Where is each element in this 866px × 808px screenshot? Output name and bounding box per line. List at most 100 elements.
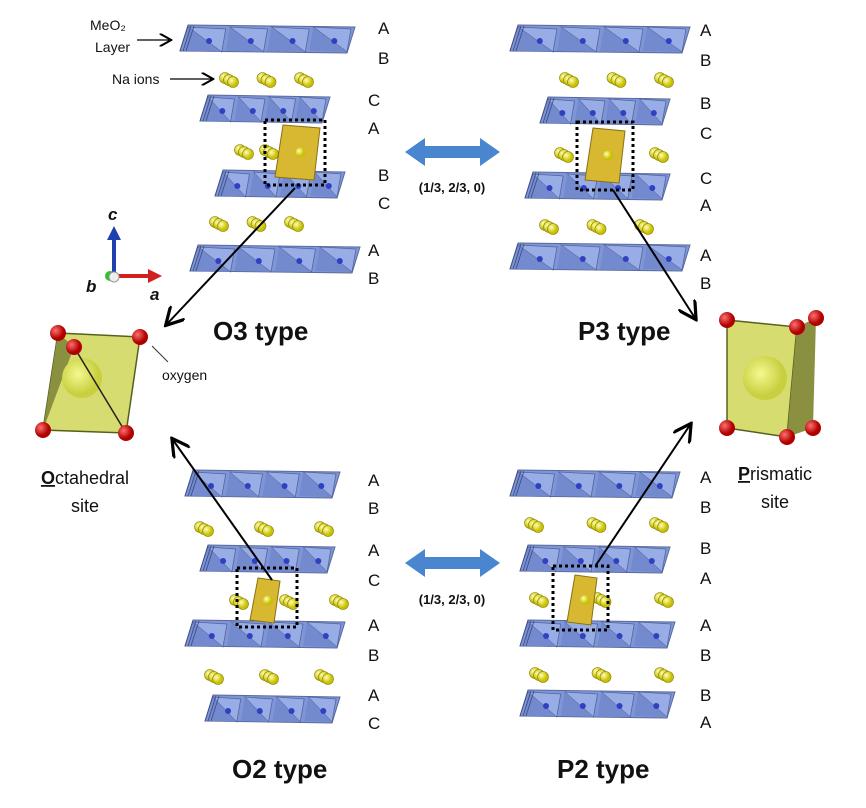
stacking-letter: A xyxy=(368,616,380,635)
stacking-letter: A xyxy=(378,19,390,38)
na-ion-chain xyxy=(559,72,579,88)
stacking-letter: A xyxy=(700,616,712,635)
meo2-layer xyxy=(509,469,681,499)
stacking-letter: A xyxy=(368,241,380,260)
stacking-letter: A xyxy=(700,246,712,265)
stacking-letter: B xyxy=(368,646,379,665)
stacking-letter: B xyxy=(378,166,389,185)
stacking-letter: C xyxy=(700,169,712,188)
stacking-letter: C xyxy=(378,194,390,213)
na-ion-chain xyxy=(219,72,239,88)
na-ion-chain xyxy=(554,147,574,163)
na-ion-chain xyxy=(649,517,669,533)
stacking-letter: B xyxy=(700,274,711,293)
octahedral-site-label-line2: site xyxy=(71,496,99,516)
na-ion-chain xyxy=(294,72,314,88)
p3-type-title: P3 type xyxy=(578,316,671,346)
unit-site-highlight-box xyxy=(235,566,299,629)
meo2-layer xyxy=(519,689,676,719)
unit-site-highlight-box xyxy=(263,118,327,187)
na-ion-chain xyxy=(204,669,224,685)
stacking-letter: C xyxy=(368,571,380,590)
na-ion-chain xyxy=(649,147,669,163)
stacking-letter: B xyxy=(700,646,711,665)
na-ion-chain xyxy=(229,594,249,610)
o3-type-title: O3 type xyxy=(213,316,308,346)
svg-text:b: b xyxy=(86,277,96,296)
na-ion-chain xyxy=(654,592,674,608)
transition-vector-top: (1/3, 2/3, 0) xyxy=(419,180,485,195)
na-ion-chain xyxy=(329,594,349,610)
stacking-letter: A xyxy=(368,686,380,705)
p2-structure xyxy=(509,469,681,719)
na-ion-chain xyxy=(591,592,612,608)
meo2-layer xyxy=(199,544,336,574)
na-ion-chain xyxy=(529,592,549,608)
na-ion-chain xyxy=(259,669,279,685)
octahedral-site-polyhedron xyxy=(35,325,148,441)
na-ion-chain xyxy=(586,219,607,235)
na-ion-chain xyxy=(606,72,627,88)
na-ion-chain xyxy=(524,517,544,533)
stacking-letter: A xyxy=(700,21,712,40)
o2-to-octahedral-arrow xyxy=(173,440,273,581)
na-ion-chain xyxy=(256,72,277,88)
stacking-letter: B xyxy=(378,49,389,68)
na-ion-chain xyxy=(529,667,549,683)
na-ion-chain xyxy=(194,521,214,537)
p3-to-prismatic-arrow xyxy=(612,189,695,318)
na-ions-label: Na ions xyxy=(112,71,159,87)
na-ion xyxy=(295,147,306,158)
meo2-layer xyxy=(189,244,361,274)
prismatic-site-label: Prismatic xyxy=(738,464,812,484)
na-ion-chain xyxy=(586,517,607,533)
o3-structure xyxy=(179,24,361,274)
na-ion-chain xyxy=(634,219,654,235)
na-ion-chain xyxy=(654,667,674,683)
stacking-letter: A xyxy=(700,569,712,588)
oxygen-label: oxygen xyxy=(162,367,207,383)
prismatic-site-label-line2: site xyxy=(761,492,789,512)
meo2-layer xyxy=(539,96,671,126)
meo2-layer xyxy=(509,24,691,54)
stacking-letter: A xyxy=(700,468,712,487)
stacking-letter: C xyxy=(700,124,712,143)
na-ion-chain xyxy=(591,667,612,683)
stacking-letter: A xyxy=(368,119,380,138)
o2-type-title: O2 type xyxy=(232,754,327,784)
transition-vector-bottom: (1/3, 2/3, 0) xyxy=(419,592,485,607)
na-ion-chain xyxy=(314,669,334,685)
na-ion xyxy=(263,595,273,606)
layer-label: Layer xyxy=(95,39,130,55)
na-ion-chain xyxy=(284,216,304,232)
crystal-axes-icon: c b a xyxy=(86,205,162,304)
svg-text:c: c xyxy=(108,205,118,224)
stacking-letter: B xyxy=(700,51,711,70)
na-ion-chain xyxy=(246,216,267,232)
na-ion-chain xyxy=(279,594,299,610)
stacking-letter: B xyxy=(700,94,711,113)
stacking-letter: A xyxy=(368,541,380,560)
stacking-letter: B xyxy=(700,539,711,558)
meo2-layer xyxy=(184,619,346,649)
na-ion xyxy=(603,150,613,161)
stacking-letter: B xyxy=(700,498,711,517)
na-ion-chain xyxy=(314,521,334,537)
stacking-letter: A xyxy=(700,196,712,215)
transition-arrow-bottom xyxy=(405,549,500,577)
na-ion-chain xyxy=(234,144,254,160)
meo2-layer xyxy=(519,619,676,649)
stacking-letter: B xyxy=(368,499,379,518)
na-ion-chain xyxy=(259,144,279,160)
meo2-layer-label: MeO₂ xyxy=(90,17,126,33)
meo2-layer xyxy=(519,544,671,574)
o2-structure xyxy=(184,469,349,724)
unit-site-highlight-box xyxy=(575,120,635,192)
meo2-layer xyxy=(204,694,341,724)
meo2-layer xyxy=(184,469,341,499)
meo2-layer xyxy=(509,242,691,272)
prismatic-site-polyhedron xyxy=(719,310,824,445)
transition-arrow-top xyxy=(405,138,500,166)
o3-to-octahedral-arrow xyxy=(167,187,296,324)
svg-text:a: a xyxy=(150,285,159,304)
